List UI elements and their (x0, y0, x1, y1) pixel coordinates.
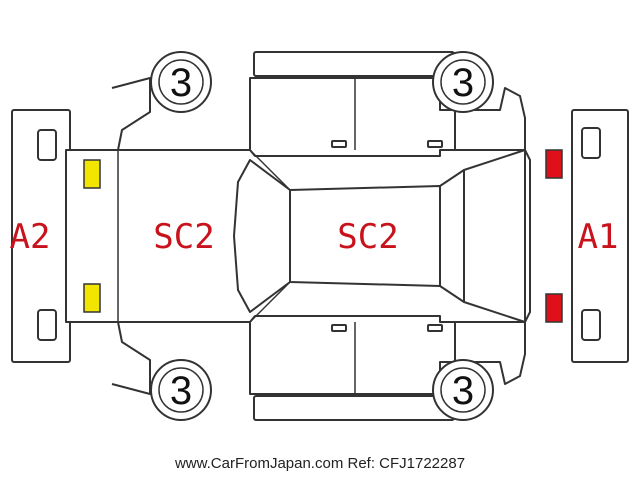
wheel-rear-top-grade: 3 (170, 61, 192, 105)
wheel-front-bottom-grade: 3 (452, 369, 474, 413)
wheel-front-top: 3 (432, 51, 494, 113)
bottom-side-panel (111, 321, 526, 395)
rear-lamp-top (83, 159, 101, 189)
rear-bumper-damage-label: A2 (10, 217, 51, 257)
front-bumper-damage-label: A1 (578, 217, 619, 257)
front-lamp-top (545, 149, 563, 179)
rear-lamp-bottom (83, 283, 101, 313)
bottom-edge-panel (253, 395, 455, 421)
footer-reference: www.CarFromJapan.com Ref: CFJ1722287 (174, 455, 466, 472)
front-lamp-bottom (545, 293, 563, 323)
top-edge-panel (253, 51, 455, 77)
roof-damage-label: SC2 (337, 217, 398, 257)
rear-body-damage-label: SC2 (153, 217, 214, 257)
wheel-rear-top: 3 (150, 51, 212, 113)
wheel-rear-bottom: 3 (150, 359, 212, 421)
wheel-front-bottom: 3 (432, 359, 494, 421)
car-body-top-view (65, 149, 531, 323)
wheel-rear-bottom-grade: 3 (170, 369, 192, 413)
wheel-front-top-grade: 3 (452, 61, 474, 105)
front-bumper (571, 109, 629, 363)
